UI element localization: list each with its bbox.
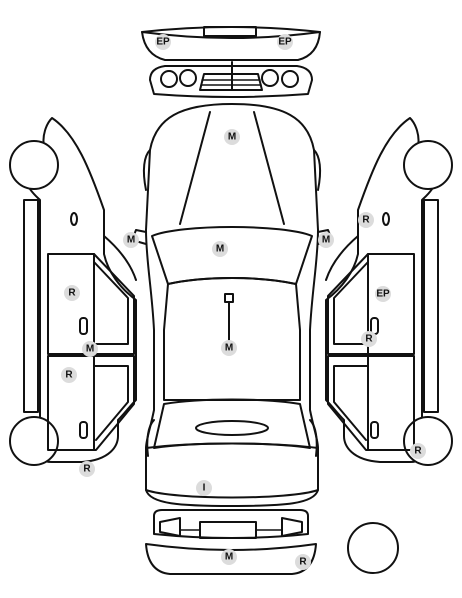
svg-text:R: R: [65, 370, 73, 381]
damage-marker-left-rear-door[interactable]: R: [61, 367, 77, 383]
front-grille: [149, 61, 313, 98]
svg-text:R: R: [365, 334, 373, 345]
damage-marker-right-front-door[interactable]: EP: [375, 286, 391, 302]
svg-text:M: M: [322, 235, 330, 246]
svg-text:M: M: [216, 244, 224, 255]
svg-text:I: I: [203, 483, 206, 494]
damage-marker-front-right[interactable]: EP: [277, 34, 293, 50]
damage-marker-right-front-fender[interactable]: R: [358, 212, 374, 228]
damage-marker-trunk[interactable]: I: [196, 480, 212, 496]
svg-text:EP: EP: [156, 37, 170, 48]
svg-text:M: M: [225, 343, 233, 354]
damage-marker-right-rear-wheel[interactable]: R: [410, 443, 426, 459]
svg-text:R: R: [362, 215, 370, 226]
damage-marker-left-front-door[interactable]: R: [64, 285, 80, 301]
spare-wheel: [347, 522, 399, 574]
rear-lights: [153, 509, 309, 539]
damage-marker-rear-bumper-right[interactable]: R: [295, 554, 311, 570]
svg-text:M: M: [127, 235, 135, 246]
damage-marker-mirror-right[interactable]: M: [318, 232, 334, 248]
damage-marker-left-rear-fender[interactable]: R: [79, 461, 95, 477]
svg-text:R: R: [83, 464, 91, 475]
svg-text:EP: EP: [376, 289, 390, 300]
front-bumper: [141, 26, 321, 61]
damage-marker-mirror-left[interactable]: M: [123, 232, 139, 248]
damage-marker-windshield[interactable]: M: [212, 241, 228, 257]
damage-marker-roof[interactable]: M: [221, 340, 237, 356]
svg-text:R: R: [299, 557, 307, 568]
svg-text:R: R: [414, 446, 422, 457]
damage-marker-left-pillar[interactable]: M: [82, 341, 98, 357]
damage-marker-front-left[interactable]: EP: [155, 34, 171, 50]
damage-marker-hood[interactable]: M: [224, 129, 240, 145]
svg-text:M: M: [225, 552, 233, 563]
damage-marker-rear-bumper-center[interactable]: M: [221, 549, 237, 565]
svg-text:EP: EP: [278, 37, 292, 48]
car-left-side: [9, 117, 137, 466]
svg-text:M: M: [228, 132, 236, 143]
rear-bumper: [145, 543, 317, 575]
svg-text:R: R: [68, 288, 76, 299]
svg-text:M: M: [86, 344, 94, 355]
damage-marker-right-pillar[interactable]: R: [361, 331, 377, 347]
car-right-side: [325, 117, 453, 466]
car-body-top: [131, 103, 333, 507]
